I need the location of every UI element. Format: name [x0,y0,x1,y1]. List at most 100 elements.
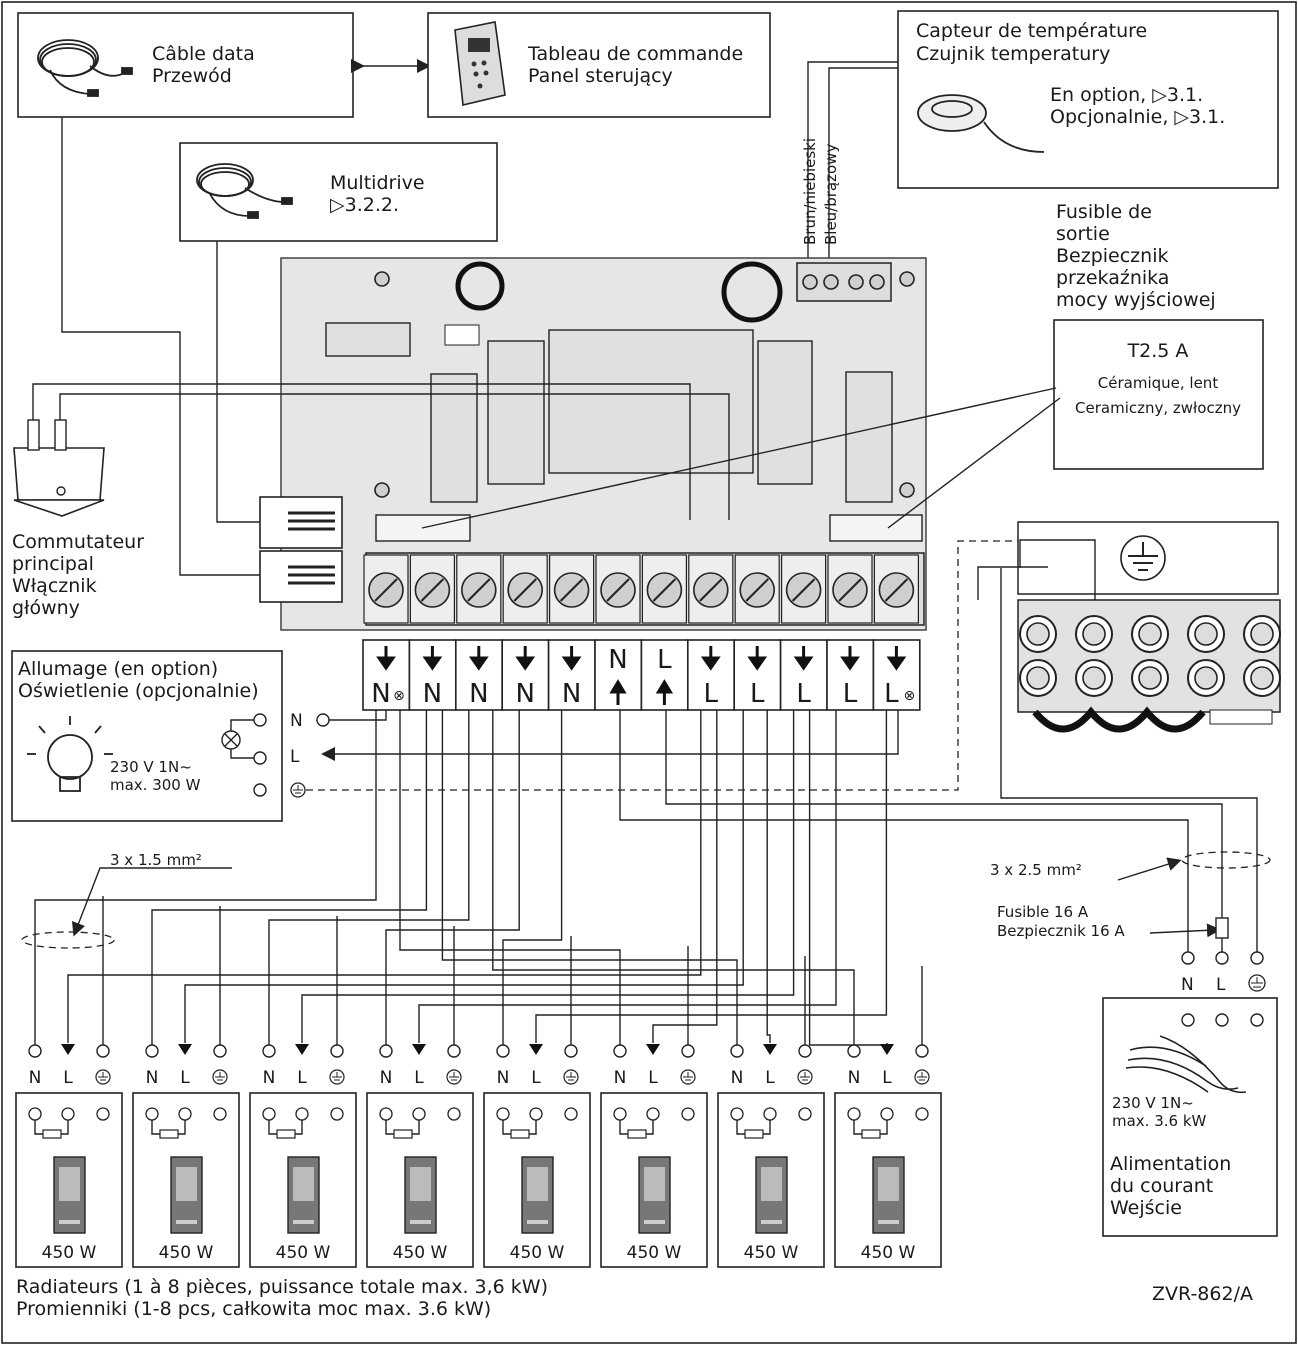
heater-earth-icon [95,1069,111,1085]
heater-power: 450 W [744,1243,799,1263]
switch-wire-1 [32,383,691,520]
terminal-label: N [469,679,488,709]
terminal-label: L [843,679,858,709]
cable-data-label-pl: Przewód [152,65,232,87]
footer-line-pl: Promienniki (1-8 pcs, całkowita moc max.… [16,1298,491,1320]
heater-4: N L 450 W [366,1044,474,1268]
supply-terminal-block [1017,521,1281,733]
svg-text:principal: principal [12,553,94,575]
lighting-spec-1: 230 V 1N~ [110,758,192,776]
multidrive-ref: ▷3.2.2. [330,194,399,216]
terminal-label: N [562,679,581,709]
lighting-term-l: L [290,747,300,767]
footer-line-fr: Radiateurs (1 à 8 pièces, puissance tota… [16,1276,548,1298]
output-fuse-title: Fusible de sortie Bezpiecznik przekaźnik… [1056,201,1216,311]
switch-wire-2 [59,393,730,520]
heater-power: 450 W [627,1243,682,1263]
svg-text:przekaźnika: przekaźnika [1056,267,1169,289]
control-panel-label-pl: Panel sterujący [528,65,673,87]
cable-coil-icon [37,39,133,97]
main-switch[interactable] [13,419,105,517]
svg-text:Wejście: Wejście [1110,1197,1182,1219]
lighting-title-fr: Allumage (en option) [18,658,218,680]
heater-element-icon [638,1156,671,1234]
terminal-1: N⊗ [362,639,411,711]
heater-term-l: L [648,1068,658,1088]
cable-data-box: Câble data Przewód [17,12,354,118]
control-panel-box: Tableau de commande Panel sterujący [427,12,771,118]
cable-large-label: 3 x 2.5 mm² [990,861,1082,879]
multidrive-wire [216,241,260,523]
heater-term-n: N [497,1068,510,1088]
cable-data-wire [61,117,260,576]
terminal-7: L [640,639,689,711]
input-fuse-label-fr: Fusible 16 A [997,903,1089,921]
terminal-2: N [408,639,457,711]
heater-power: 450 W [42,1243,97,1263]
heater-term-l: L [414,1068,424,1088]
fuse-leader-2 [887,397,1061,529]
fuse-leader-1 [421,387,1057,529]
control-panel-icon [454,21,506,106]
terminal-label: N [515,679,534,709]
heater-term-l: L [297,1068,307,1088]
lighting-box: Allumage (en option) Oświetlenie (opcjon… [11,650,283,822]
heater-power: 450 W [510,1243,565,1263]
terminal-9: L [733,639,782,711]
svg-text:główny: główny [12,597,80,619]
input-fuse-icon [1215,917,1229,939]
svg-text:du courant: du courant [1110,1175,1213,1197]
lighting-l-wire [321,710,899,761]
lighting-spec-2: max. 300 W [110,776,201,794]
supply-jumper [1019,539,1096,600]
heater-element-icon [521,1156,554,1234]
heater-term-l: L [180,1068,190,1088]
heater-term-n: N [380,1068,393,1088]
terminal-label: L [704,679,719,709]
supply-earth-icon [1248,974,1266,992]
svg-text:Włącznik: Włącznik [12,575,97,597]
heater-8: N L 450 W [834,1044,942,1268]
svg-text:mocy wyjściowej: mocy wyjściowej [1056,289,1216,311]
output-fuse-type-fr: Céramique, lent [1098,374,1219,392]
heater-power: 450 W [393,1243,448,1263]
supply-term-l: L [1216,975,1226,995]
supply-l-wire [665,710,1223,918]
svg-text:Fusible de: Fusible de [1056,201,1152,223]
sensor-wire-1 [807,61,898,262]
temp-sensor-option-pl: Opcjonalnie, ▷3.1. [1050,106,1225,128]
terminal-6: N [594,639,643,711]
heater-term-n: N [731,1068,744,1088]
heater-earth-icon [446,1069,462,1085]
terminal-8: L [686,639,735,711]
diagram-code: ZVR-862/A [1152,1283,1253,1305]
heater-earth-icon [563,1069,579,1085]
terminal-5: N [547,639,596,711]
heater-term-l: L [882,1068,892,1088]
heater-power: 450 W [861,1243,916,1263]
supply-earth-wire [1000,568,1258,952]
heater-wiring [34,710,923,1046]
heater-power: 450 W [159,1243,214,1263]
temperature-sensor-icon [917,94,1045,153]
main-switch-label: Commutateur principal Włącznik główny [12,531,144,619]
heater-power: 450 W [276,1243,331,1263]
svg-text:Alimentation: Alimentation [1110,1153,1231,1175]
sensor-wire-label-1: Brun/niebieski [801,138,819,245]
control-board [259,257,927,631]
supply-term-n: N [1181,975,1194,995]
heater-element-icon [53,1156,86,1234]
terminal-label: N [608,645,627,675]
temperature-sensor-box: Capteur de température Czujnik temperatu… [897,10,1279,189]
terminal-suffix: ⊗ [904,688,916,704]
cable-small-label: 3 x 1.5 mm² [110,851,202,869]
heater-earth-icon [329,1069,345,1085]
heater-term-n: N [848,1068,861,1088]
heater-earth-icon [797,1069,813,1085]
heater-earth-icon [212,1069,228,1085]
svg-text:sortie: sortie [1056,223,1110,245]
